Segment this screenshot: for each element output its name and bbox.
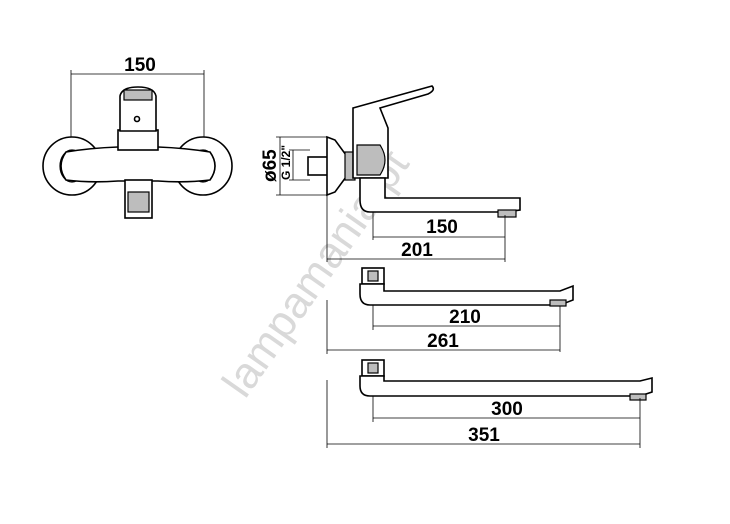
rosette-dim: ø65 <box>260 149 281 182</box>
spout-1: 150 201 <box>326 177 521 262</box>
spout-2-reach: 210 <box>449 307 481 328</box>
spout-3: 300 351 <box>326 359 653 448</box>
thread-dim: G 1/2" <box>279 145 293 180</box>
spout-3-reach: 300 <box>491 399 523 420</box>
spout-2: 210 261 <box>326 267 574 354</box>
spout-3-total: 351 <box>468 425 500 446</box>
front-view: 150 <box>42 55 233 219</box>
watermark: lampamania.pt <box>213 141 419 406</box>
spout-1-reach: 150 <box>426 217 458 238</box>
spout-1-total: 201 <box>401 240 433 261</box>
spout-2-total: 261 <box>427 331 459 352</box>
front-width-dim: 150 <box>124 55 156 76</box>
side-view: ø65 G 1/2" 150 201 <box>260 85 653 448</box>
